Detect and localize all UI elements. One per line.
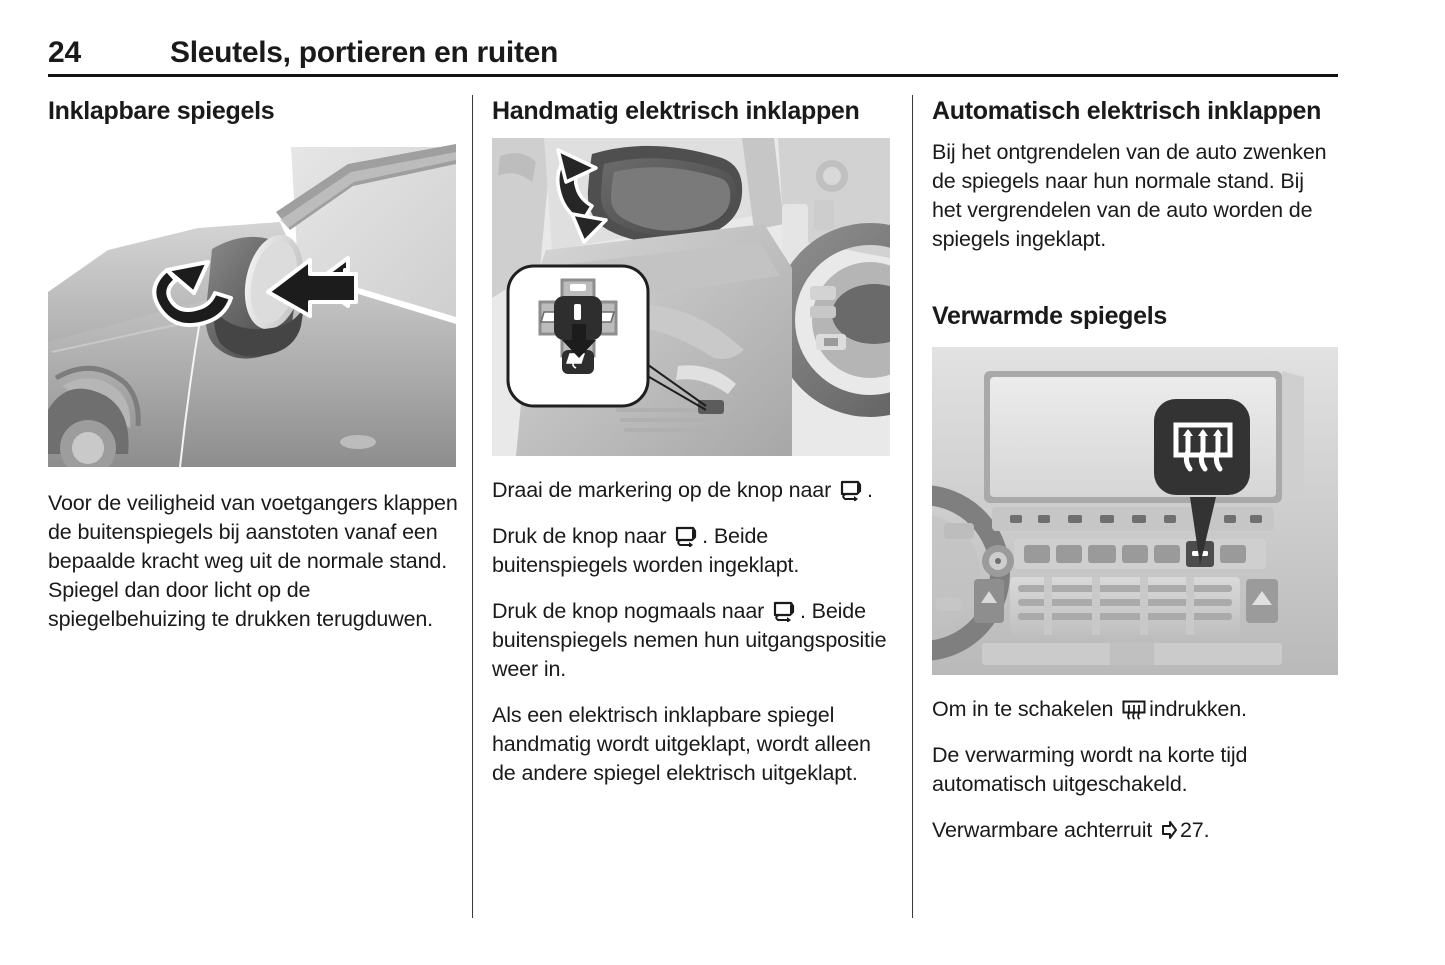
middle-paragraph-2-text-b: . Beide buitenspiegels worden ingeklapt. [492,524,800,577]
section-title-handmatig-inklappen: Handmatig elektrisch inklappen [492,97,860,125]
rear-window-defrost-icon [1121,699,1147,720]
middle-paragraph-3-text-b: . Beide buitenspiegels nemen hun uitgang… [492,599,887,681]
middle-paragraph-2: Druk de knop naar . Beide buitenspiegels… [492,522,892,580]
page-header: 24 Sleutels, portieren en ruiten [48,36,1338,80]
right-paragraph-4: Verwarmbare achterruit 27. [932,816,1338,845]
section-title-inklapbare-spiegels: Inklapbare spiegels [48,97,275,125]
page-number: 24 [48,36,81,69]
fold-arrow-curved [152,260,233,327]
left-column: Inklapbare spiegels [48,96,458,634]
section-title-automatisch-inklappen: Automatisch elektrisch inklappen [932,97,1322,125]
middle-paragraph-1: Draai de markering op de knop naar . [492,476,892,505]
right-paragraph-1: Bij het ontgrendelen van de auto zwenken… [932,140,1327,251]
mirror-fold-icon [839,479,865,502]
figure-car-exterior-mirror [48,142,458,467]
middle-paragraph-3-text-a: Druk de knop nogmaals naar [492,599,765,623]
mirror-fold-icon [674,525,700,548]
right-paragraph-2-text-a: Om in te schakelen [932,697,1114,721]
mirror-fold-arrow [556,148,608,244]
middle-paragraph-3: Druk de knop nogmaals naar . Beide buite… [492,597,892,684]
header-rule [48,74,1338,77]
figure-door-mirror-switch [492,138,890,456]
cross-reference-arrow-icon [1160,819,1178,839]
section-spacer [932,271,1338,301]
right-paragraph-2: Om in te schakelen indrukken. [932,695,1338,724]
right-paragraph-2-text-b: indrukken. [1149,697,1247,721]
defrost-callout [1154,399,1250,565]
middle-paragraph-2-text-a: Druk de knop naar [492,524,667,548]
middle-paragraph-4: Als een elektrisch inklapbare spiegel ha… [492,703,871,785]
figure-center-console-defrost [932,347,1338,675]
right-paragraph-3: De verwarming wordt na korte tijd automa… [932,743,1248,796]
steering-wheel [773,223,890,417]
middle-column: Handmatig elektrisch inklappen [492,96,892,788]
right-column: Automatisch elektrisch inklappen Bij het… [932,96,1338,845]
column-separator-right [912,95,913,918]
left-paragraph-1: Voor de veiligheid van voetgangers klapp… [48,491,458,631]
section-title-verwarmde-spiegels: Verwarmde spiegels [932,302,1168,330]
column-separator-left [472,95,473,918]
chapter-title: Sleutels, portieren en ruiten [170,36,559,69]
mirror-fold-icon [772,600,798,623]
fold-arrow-straight [266,256,358,318]
right-paragraph-4-text-b: 27. [1179,818,1210,842]
mirror-switch-callout [506,264,650,408]
middle-paragraph-1-text-b: . [866,478,873,502]
middle-paragraph-1-text-a: Draai de markering op de knop naar [492,478,832,502]
right-paragraph-4-text-a: Verwarmbare achterruit [932,818,1153,842]
